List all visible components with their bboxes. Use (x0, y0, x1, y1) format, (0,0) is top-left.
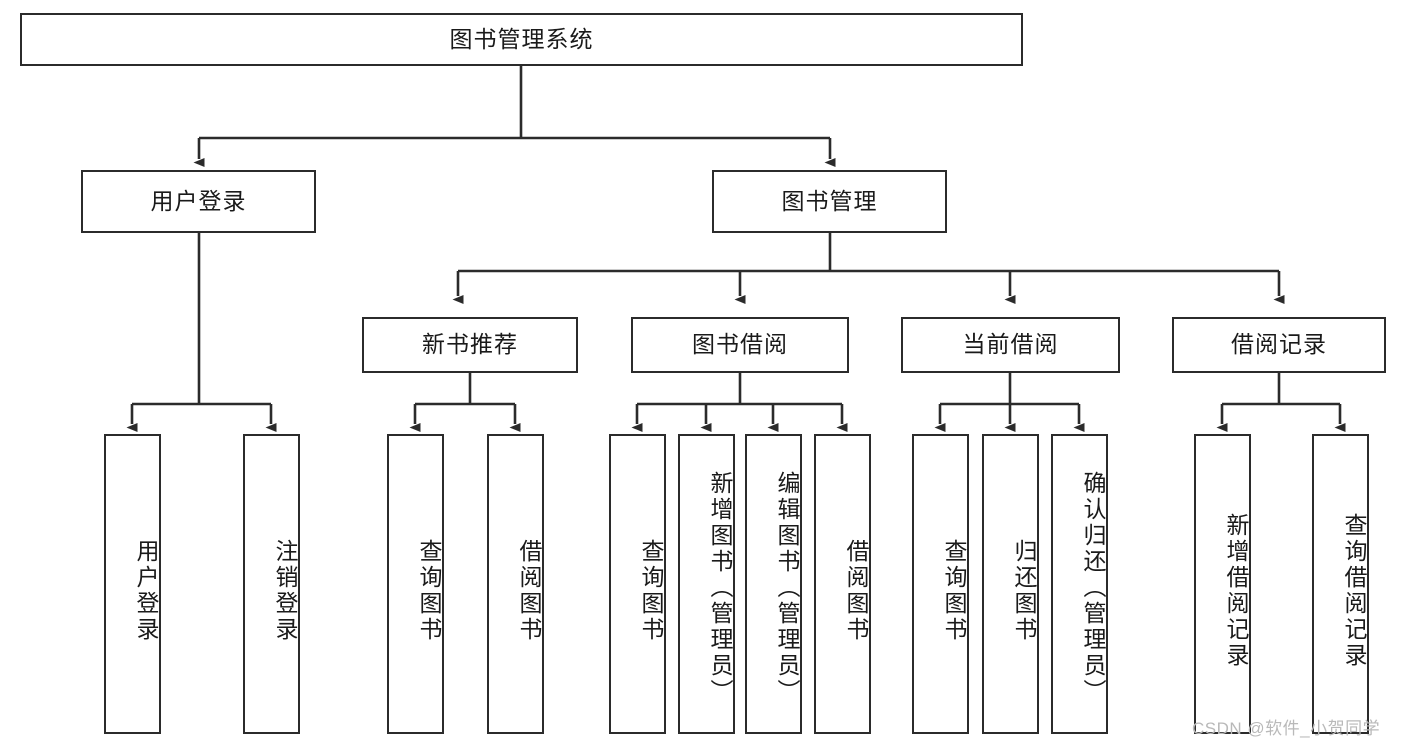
node-label: 确认归还（管理员） (1080, 471, 1106, 705)
node-label: 查询图书 (941, 539, 967, 643)
node-label: 编辑图书（管理员） (774, 471, 800, 705)
leaf-new-book-borrow[interactable]: 借阅图书 (487, 434, 544, 734)
leaf-borrow-borrow-book[interactable]: 借阅图书 (814, 434, 871, 734)
leaf-user-login-signin[interactable]: 用户登录 (104, 434, 161, 734)
node-label: 查询图书 (638, 539, 664, 643)
leaf-new-book-query[interactable]: 查询图书 (387, 434, 444, 734)
node-book-borrow[interactable]: 图书借阅 (631, 317, 849, 373)
node-label: 查询图书 (416, 539, 442, 643)
node-root-library-system[interactable]: 图书管理系统 (20, 13, 1023, 66)
node-label: 图书管理 (781, 187, 878, 214)
leaf-user-login-signout[interactable]: 注销登录 (243, 434, 300, 734)
leaf-borrow-add-book-admin[interactable]: 新增图书（管理员） (678, 434, 735, 734)
node-label: 新增图书（管理员） (707, 471, 733, 705)
node-current-borrow[interactable]: 当前借阅 (901, 317, 1120, 373)
node-label: 新书推荐 (422, 331, 518, 358)
leaf-borrow-query-book[interactable]: 查询图书 (609, 434, 666, 734)
node-label: 用户登录 (133, 539, 159, 643)
node-borrow-records[interactable]: 借阅记录 (1172, 317, 1386, 373)
leaf-records-query-record[interactable]: 查询借阅记录 (1312, 434, 1369, 734)
node-label: 图书借阅 (692, 331, 788, 358)
node-label: 注销登录 (272, 539, 298, 643)
node-label: 当前借阅 (962, 331, 1059, 358)
leaf-current-query-book[interactable]: 查询图书 (912, 434, 969, 734)
leaf-records-add-record[interactable]: 新增借阅记录 (1194, 434, 1251, 734)
node-book-management[interactable]: 图书管理 (712, 170, 947, 233)
leaf-current-confirm-return-admin[interactable]: 确认归还（管理员） (1051, 434, 1108, 734)
leaf-borrow-edit-book-admin[interactable]: 编辑图书（管理员） (745, 434, 802, 734)
node-label: 查询借阅记录 (1341, 513, 1367, 669)
node-label: 新增借阅记录 (1223, 513, 1249, 669)
node-label: 图书管理系统 (449, 25, 594, 52)
leaf-current-return-book[interactable]: 归还图书 (982, 434, 1039, 734)
node-label: 借阅记录 (1231, 331, 1327, 358)
node-label: 借阅图书 (843, 539, 869, 643)
node-user-login[interactable]: 用户登录 (81, 170, 316, 233)
node-label: 用户登录 (150, 187, 247, 214)
node-new-book-recommend[interactable]: 新书推荐 (362, 317, 578, 373)
node-label: 借阅图书 (516, 539, 542, 643)
node-label: 归还图书 (1011, 539, 1037, 643)
